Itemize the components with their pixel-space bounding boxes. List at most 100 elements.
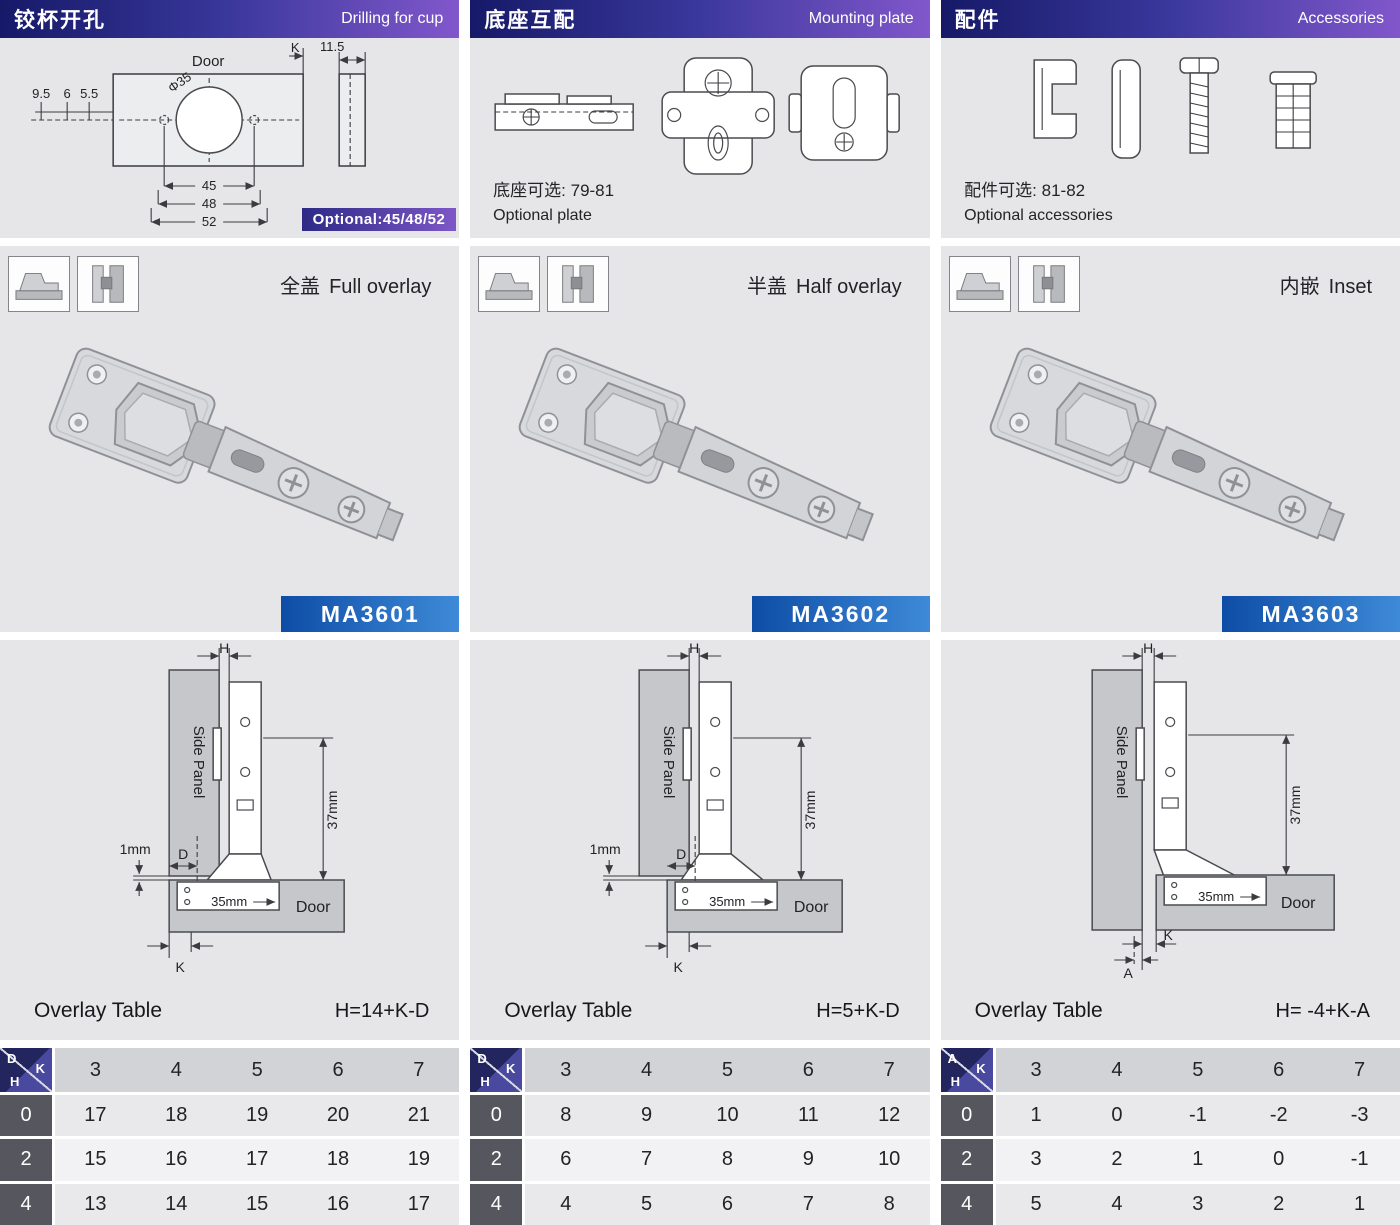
table-header-row: D K H 3 4 5 6 7	[470, 1048, 930, 1092]
overlay-table-title-row: Overlay Table H=5+K-D	[470, 990, 929, 1040]
k-label: K	[291, 40, 300, 55]
cell: 20	[326, 1104, 350, 1127]
k-value: 3	[560, 1058, 572, 1081]
full-overlay-section-diagram: Side Panel 35mm Door H	[120, 640, 345, 975]
cup-section	[1163, 876, 1267, 906]
screw-hole-left	[159, 114, 170, 126]
row-label: 2	[470, 1139, 523, 1181]
side-panel	[168, 669, 220, 877]
hinge-side-view-icon	[478, 256, 541, 312]
inset-section-diagram: Side Panel 35mm Door H	[1091, 640, 1335, 981]
overlay-type-zh: 内嵌	[1279, 275, 1320, 298]
corner-top-letter: A	[947, 1051, 958, 1066]
k-value: 4	[1111, 1058, 1123, 1081]
cell: 11	[797, 1104, 819, 1127]
cell: 10	[716, 1104, 739, 1127]
cell: 9	[802, 1148, 814, 1171]
optional-sizes-badge: Optional:45/48/52	[301, 208, 457, 231]
overlay-table-title: Overlay Table	[34, 999, 163, 1022]
cell: 4	[1111, 1192, 1123, 1215]
overlay-type-zh: 全盖	[280, 275, 321, 298]
section-block-2: Side Panel 35mm Door H	[470, 640, 930, 1040]
row-label: 0	[0, 1095, 52, 1137]
overlay-type-label: 全盖 Full overlay	[280, 270, 431, 299]
header-title-zh: 底座互配	[484, 9, 577, 32]
k-value: 4	[641, 1058, 653, 1081]
door-label: Door	[1280, 895, 1315, 912]
door-label: Door	[192, 53, 225, 70]
model-badge: MA3603	[1222, 596, 1400, 632]
cell: 15	[246, 1192, 269, 1215]
header-bar-drilling: 铰杯开孔 Drilling for cup	[0, 0, 460, 38]
mounting-plate-block: 底座互配 Mounting plate	[470, 0, 930, 238]
plate-note-zh: 底座可选: 79-81	[493, 181, 614, 200]
column-mounting-plate: 底座互配 Mounting plate	[470, 0, 930, 1225]
cell: 10	[878, 1148, 901, 1171]
corner-k-letter: K	[35, 1061, 45, 1076]
k-value: 3	[89, 1058, 101, 1081]
header-title-en: Accessories	[1297, 10, 1384, 27]
overlay-formula: H=14+K-D	[334, 999, 430, 1022]
overlay-formula: H= -4+K-A	[1275, 999, 1370, 1022]
overlay-type-label: 内嵌 Inset	[1280, 270, 1372, 299]
drilling-diagram: Door Φ35 9.5 6 5.5 K 11.5	[31, 39, 366, 229]
table-row: 0 8 9 10 11 12	[470, 1095, 930, 1137]
k-value: 5	[251, 1058, 263, 1081]
cell: 1	[1030, 1104, 1042, 1127]
hinge-product-image	[0, 312, 459, 594]
cell: 0	[1111, 1104, 1123, 1127]
table-corner-cell: A K H	[940, 1048, 993, 1092]
cup-section	[674, 881, 779, 911]
dim-35mm: 35mm	[709, 894, 745, 909]
table-row: 4 4 5 6 7 8	[470, 1183, 930, 1225]
corner-k-letter: K	[976, 1061, 986, 1076]
cell: 8	[560, 1104, 572, 1127]
corner-k-letter: K	[505, 1061, 516, 1076]
plate-cruciform-view	[661, 57, 776, 175]
side-panel-label: Side Panel	[660, 726, 677, 799]
hinge-front-view-icon	[547, 256, 610, 312]
dim-37mm: 37mm	[1287, 786, 1303, 825]
cell: 3	[1030, 1148, 1042, 1171]
cell: 19	[407, 1148, 430, 1171]
corner-h-letter: H	[950, 1074, 961, 1089]
dim-11-5: 11.5	[320, 39, 344, 54]
row-label: 0	[940, 1095, 993, 1137]
side-panel-label: Side Panel	[1113, 726, 1130, 799]
header-title-en: Mounting plate	[808, 10, 914, 27]
cell: 7	[641, 1148, 653, 1171]
cell: 3	[1192, 1192, 1204, 1215]
product-block-2: 半盖 Half overlay MA3602	[470, 246, 930, 632]
table-row: 2 15 16 17 18 19	[0, 1139, 460, 1181]
dim-52: 52	[202, 214, 216, 229]
table-corner-cell: D K H	[470, 1048, 523, 1092]
cell: 1	[1354, 1192, 1366, 1215]
header-title-en: Drilling for cup	[341, 10, 444, 27]
accessories-block: 配件 Accessories	[940, 0, 1400, 238]
dim-k: K	[1163, 927, 1173, 943]
cell: -1	[1188, 1104, 1207, 1127]
plate-side-view	[494, 93, 635, 131]
header-bar-accessories: 配件 Accessories	[940, 0, 1400, 38]
k-value: 6	[802, 1058, 814, 1081]
cell: 5	[1030, 1192, 1042, 1215]
cell: 17	[246, 1148, 269, 1171]
cell: 7	[802, 1192, 814, 1215]
plate-wing-view	[788, 65, 901, 161]
cell: 18	[165, 1104, 188, 1127]
product-block-3: 内嵌 Inset MA3603	[940, 246, 1400, 632]
k-value: 5	[1192, 1058, 1204, 1081]
accessories-note-zh: 配件可选: 81-82	[964, 181, 1085, 200]
k-value: 7	[413, 1058, 425, 1081]
dim-35mm: 35mm	[1198, 889, 1234, 904]
accessory-cover-cap	[1033, 59, 1077, 139]
dim-6: 6	[64, 86, 71, 101]
hinge-side-view-icon	[948, 256, 1011, 312]
overlay-formula: H=5+K-D	[816, 999, 900, 1022]
row-label: 4	[0, 1183, 52, 1225]
cell: 6	[560, 1148, 572, 1171]
header-title-zh: 铰杯开孔	[14, 9, 106, 32]
overlay-type-row: 内嵌 Inset	[941, 246, 1400, 312]
door-label: Door	[794, 899, 829, 916]
